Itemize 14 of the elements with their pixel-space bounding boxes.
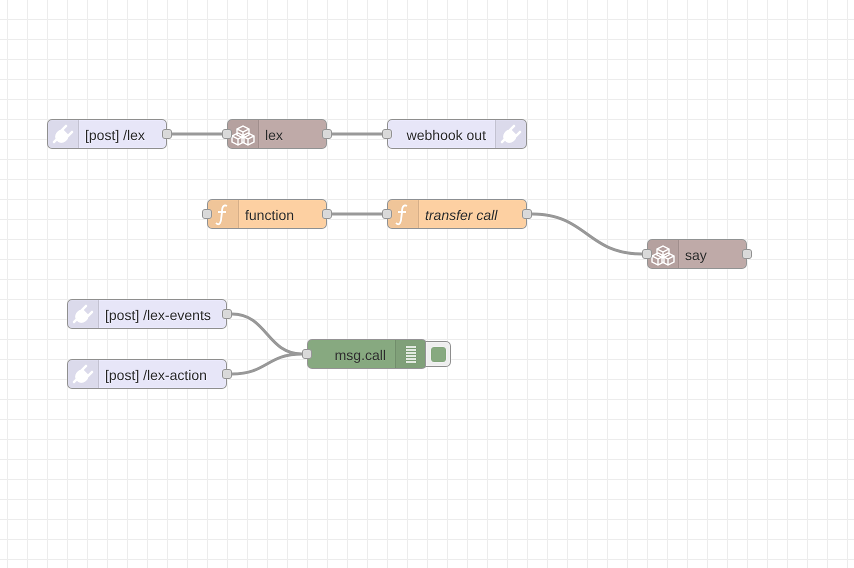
wire [232,352,302,376]
node-label: webhook out [406,127,486,143]
wire [332,212,382,216]
node-label: transfer call [425,207,498,223]
wire [532,212,642,256]
node-label: function [245,207,294,223]
node-label: [post] /lex-action [105,367,207,383]
node-label: say [685,247,707,263]
node-label: [post] /lex [85,127,145,143]
node-label: msg.call [334,347,386,363]
node-label: [post] /lex-events [105,307,211,323]
wire [172,132,222,136]
wire [332,132,382,136]
node-label: lex [265,127,283,143]
